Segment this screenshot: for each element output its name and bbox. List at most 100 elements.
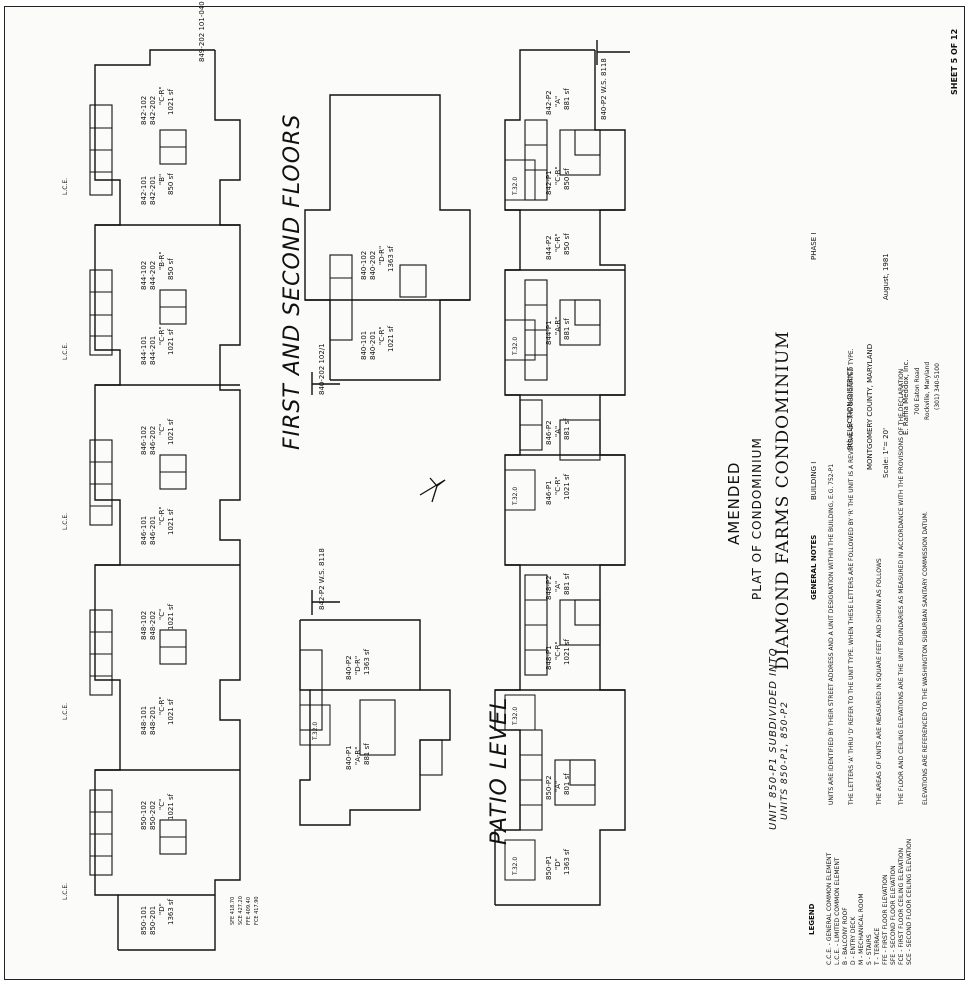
- unit-area: 1021 sf: [167, 698, 175, 725]
- unit-label: 844-202: [149, 260, 157, 290]
- unit-label: 850-201: [149, 905, 157, 935]
- unit-area: 881 sf: [563, 88, 571, 110]
- unit-type: "C-R": [554, 233, 562, 252]
- unit-area: 1021 sf: [387, 325, 395, 352]
- unit-type: "C-R": [158, 696, 166, 715]
- firm-address-2: Rockville, Maryland: [924, 361, 931, 420]
- unit-area: 1021 sf: [563, 638, 571, 665]
- unit-label: 848-202: [149, 610, 157, 640]
- unit-label: 848-101: [140, 705, 148, 735]
- lce-label: L.C.E.: [62, 177, 69, 195]
- unit-label: 844-P1: [545, 320, 553, 345]
- legend-item: C.C.E. - GENERAL COMMON ELEMENT: [826, 852, 833, 965]
- project-title: DIAMOND FARMS CONDOMINIUM: [773, 330, 793, 670]
- unit-type: "A": [554, 780, 562, 792]
- legend-item: T - TERRACE: [874, 927, 881, 965]
- unit-area: 850 sf: [167, 258, 175, 280]
- unit-area: 881 sf: [563, 418, 571, 440]
- unit-type: "C-R": [378, 326, 386, 345]
- unit-type: "C-R": [554, 166, 562, 185]
- unit-area: 1021 sf: [167, 418, 175, 445]
- terrace-label: T.32.0: [512, 706, 519, 725]
- unit-area: 1363 sf: [563, 848, 571, 875]
- building-end-upper: 849-202 101-040: [198, 1, 206, 62]
- legend-item: M - MECHANICAL ROOM: [858, 893, 865, 965]
- unit-label: 840-101: [360, 330, 368, 360]
- unit-label: 850-102: [140, 800, 148, 830]
- terrace-label: T.32.0: [512, 176, 519, 195]
- unit-label: 846-202: [149, 425, 157, 455]
- unit-area: 1021 sf: [167, 603, 175, 630]
- unit-label: 850-P1: [545, 855, 553, 880]
- unit-type: "C-R": [158, 326, 166, 345]
- terrace-label: T.32.0: [512, 336, 519, 355]
- legend-item: L.C.E. - LIMITED COMMON ELEMENT: [834, 857, 841, 966]
- unit-area: 1021 sf: [563, 473, 571, 500]
- unit-area: 881 sf: [563, 573, 571, 595]
- unit-type: "D-R": [354, 655, 362, 675]
- general-note-1: UNITS ARE IDENTIFIED BY THEIR STREET ADD…: [828, 463, 835, 805]
- county-label: MONTGOMERY COUNTY, MARYLAND: [866, 343, 874, 470]
- legend-item: FFE - FIRST FLOOR ELEVATION: [882, 874, 889, 965]
- unit-type: "A-R": [554, 316, 562, 335]
- unit-label: 848-102: [140, 610, 148, 640]
- legend-item: S - STAIRS: [866, 934, 873, 965]
- unit-type: "B": [158, 173, 166, 185]
- unit-area: 1021 sf: [167, 793, 175, 820]
- north-arrow: [419, 477, 446, 503]
- drawing-sheet: [4, 6, 965, 980]
- general-note-2: THE LETTERS 'A' THRU 'D' REFER TO THE UN…: [848, 348, 855, 805]
- unit-type: "A": [554, 580, 562, 592]
- unit-type: "D": [554, 858, 562, 870]
- unit-area: 881 sf: [363, 743, 371, 765]
- building-label: BUILDING I: [810, 461, 818, 500]
- general-note-3: THE AREAS OF UNITS ARE MEASURED IN SQUAR…: [876, 558, 883, 805]
- legend-item: FCE - FIRST FLOOR CEILING ELEVATION: [898, 847, 905, 965]
- unit-type: "C": [158, 608, 166, 620]
- unit-area: 850 sf: [167, 173, 175, 195]
- unit-label: 842-202: [149, 95, 157, 125]
- unit-label: 848-201: [149, 705, 157, 735]
- unit-type: "A": [554, 95, 562, 107]
- elev-label: FFE 409.40: [246, 897, 252, 925]
- unit-type: "D-R": [378, 245, 386, 265]
- elev-label: SFE 418.70: [230, 896, 236, 925]
- unit-label: 850-101: [140, 905, 148, 935]
- firm-address-1: 700 Eaton Road: [914, 367, 921, 415]
- unit-type: "C-R": [158, 506, 166, 525]
- unit-type: "A-R": [354, 746, 362, 765]
- building-end-patio: 842-P2 W.S. 8118: [318, 548, 326, 610]
- sheet-number: SHEET 5 OF 12: [950, 28, 959, 95]
- unit-label: 850-P2: [545, 775, 553, 800]
- unit-label: 846-101: [140, 515, 148, 545]
- unit-type: "D": [158, 903, 166, 915]
- building-end-bottom: 840-P2 W.S. 8118: [600, 58, 608, 120]
- unit-label: 844-101: [140, 335, 148, 365]
- unit-type: "B-R": [158, 251, 166, 270]
- unit-type: "A": [554, 425, 562, 437]
- unit-area: 1363 sf: [363, 648, 371, 675]
- scale-label: Scale: 1"= 20': [882, 427, 890, 478]
- unit-label: 840-201: [369, 330, 377, 360]
- plat-title: PLAT OF CONDOMINIUM: [750, 437, 764, 600]
- unit-label: 842-P2: [545, 90, 553, 115]
- unit-type: "C": [158, 798, 166, 810]
- upper-floors-title: FIRST AND SECOND FLOORS: [280, 113, 305, 450]
- unit-label: 842-201: [149, 175, 157, 205]
- unit-type: "C-R": [158, 86, 166, 105]
- building-end-mid: 840-202 102/1: [318, 343, 326, 395]
- unit-label: 840-102: [360, 250, 368, 280]
- unit-label: 846-201: [149, 515, 157, 545]
- unit-area: 801 sf: [563, 773, 571, 795]
- unit-label: 846-P2: [545, 420, 553, 445]
- upper-floors-plan: [89, 49, 241, 951]
- terrace-label: T.32.0: [512, 856, 519, 875]
- unit-label: 848-P1: [545, 645, 553, 670]
- firm-phone: (301) 340-5100: [934, 363, 941, 410]
- unit-label: 844-102: [140, 260, 148, 290]
- patio-level-title: PATIO LEVEL: [487, 696, 512, 845]
- terrace-label: T.32.0: [512, 486, 519, 505]
- unit-label: 844-P2: [545, 235, 553, 260]
- unit-type: "C": [158, 423, 166, 435]
- unit-label: 846-P1: [545, 480, 553, 505]
